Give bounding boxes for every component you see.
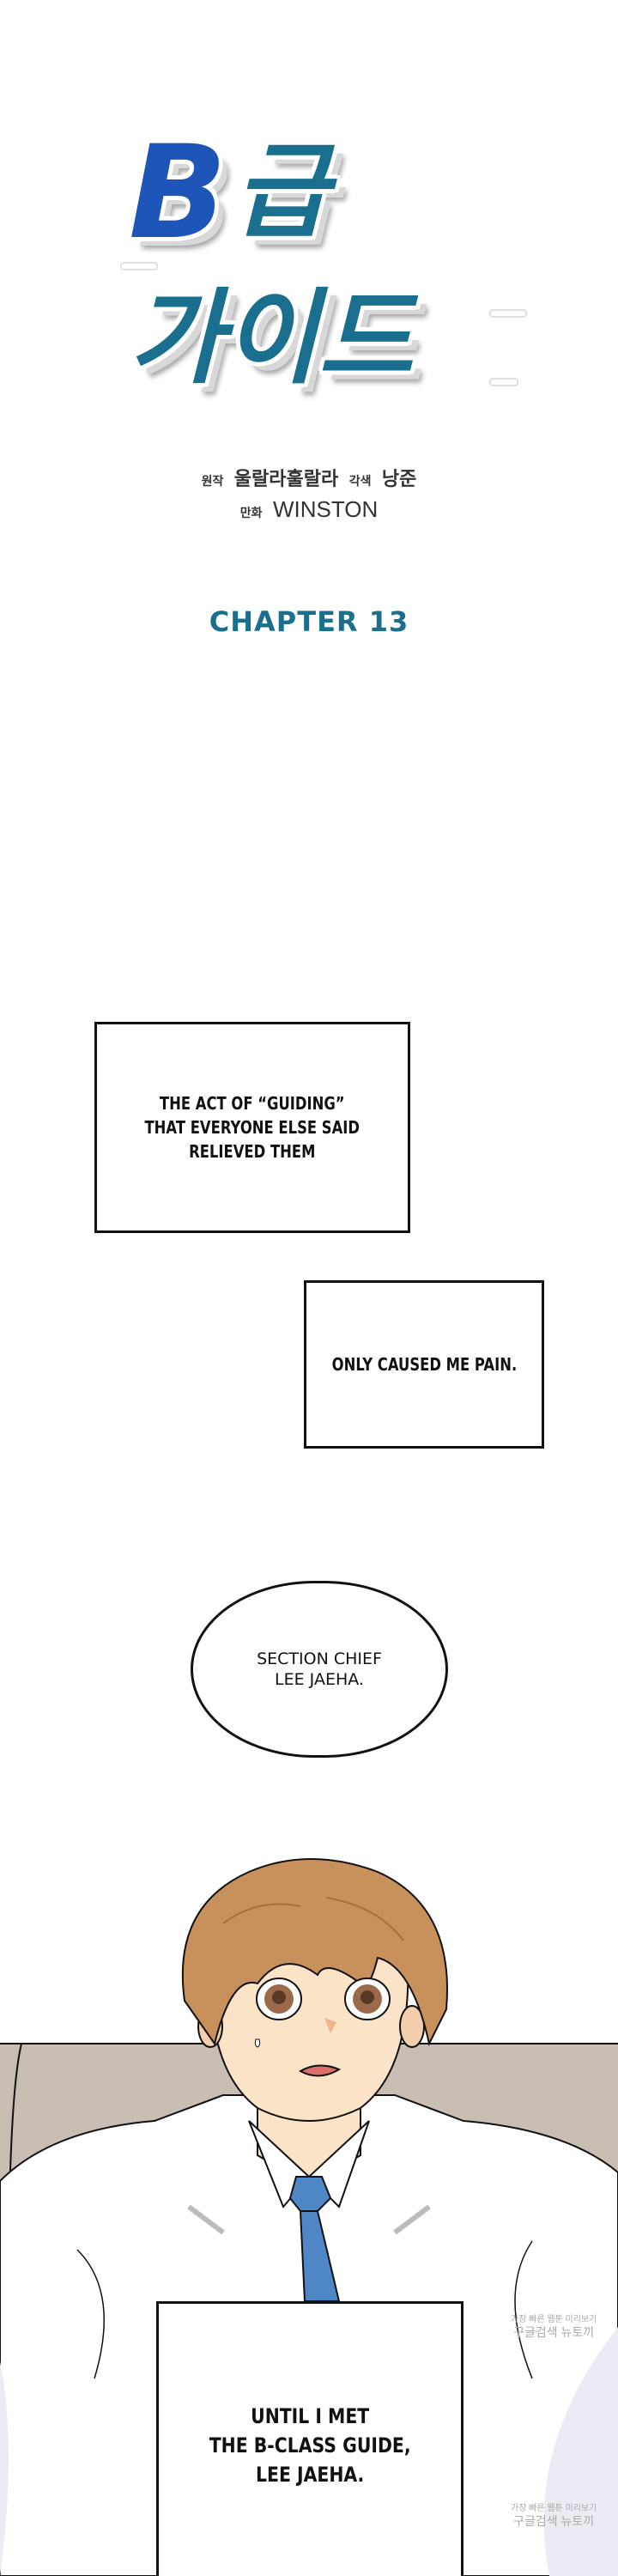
narration-box: THE ACT OF “GUIDING” THAT EVERYONE ELSE … [94, 1022, 410, 1233]
art-label: 만화 [239, 506, 263, 519]
narration-box: ONLY CAUSED ME PAIN. [304, 1280, 544, 1449]
narration-box: UNTIL I MET THE B-CLASS GUIDE, LEE JAEHA… [156, 2301, 464, 2576]
original-author: 울랄라훌랄라 [233, 468, 339, 489]
watermark: 가장 빠른 웹툰 미리보기 구글검색 뉴토끼 [511, 2314, 597, 2338]
speed-line-decoration [489, 309, 527, 318]
speed-line-decoration [489, 378, 518, 386]
series-title-logo: B 급 가이드 [120, 129, 532, 412]
credits-line-art: 만화 WINSTON [0, 496, 618, 523]
speech-line: SECTION CHIEF [257, 1649, 382, 1668]
watermark-line: 가장 빠른 웹툰 미리보기 [511, 2504, 597, 2513]
logo-korean-grade: 급 [233, 133, 329, 252]
watermark: 가장 빠른 웹툰 미리보기 구글검색 뉴토끼 [511, 2503, 597, 2527]
narration-line: ONLY CAUSED ME PAIN. [331, 1354, 517, 1375]
narration-line: UNTIL I MET [250, 2404, 370, 2428]
logo-letter-b: B [129, 118, 227, 268]
logo-korean-guide: 가이드 [129, 279, 414, 398]
speech-bubble: SECTION CHIEF LEE JAEHA. [191, 1581, 448, 1758]
narration-line: THE ACT OF “GUIDING” [160, 1093, 345, 1114]
speed-line-decoration [120, 262, 158, 270]
watermark-line: 가장 빠른 웹툰 미리보기 [511, 2315, 597, 2324]
art-author: WINSTON [272, 496, 379, 522]
character-panel: 가장 빠른 웹툰 미리보기 구글검색 뉴토끼 가장 빠른 웹툰 미리보기 구글검… [0, 1846, 618, 2576]
narration-line: RELIEVED THEM [189, 1141, 316, 1162]
narration-line: THE B-CLASS GUIDE, [209, 2433, 411, 2458]
chapter-title: CHAPTER 13 [209, 605, 409, 638]
credits-line-story: 원작 울랄라훌랄라 각색 낭준 [0, 464, 618, 491]
narration-line: LEE JAEHA. [255, 2463, 365, 2487]
adaptation-author: 낭준 [381, 468, 417, 489]
watermark-line: 구글검색 뉴토끼 [513, 2325, 595, 2339]
adaptation-label: 각색 [348, 474, 372, 488]
original-label: 원작 [201, 474, 224, 488]
watermark-line: 구글검색 뉴토끼 [513, 2514, 595, 2528]
speech-line: LEE JAEHA. [275, 1670, 364, 1689]
narration-line: THAT EVERYONE ELSE SAID [144, 1117, 360, 1138]
